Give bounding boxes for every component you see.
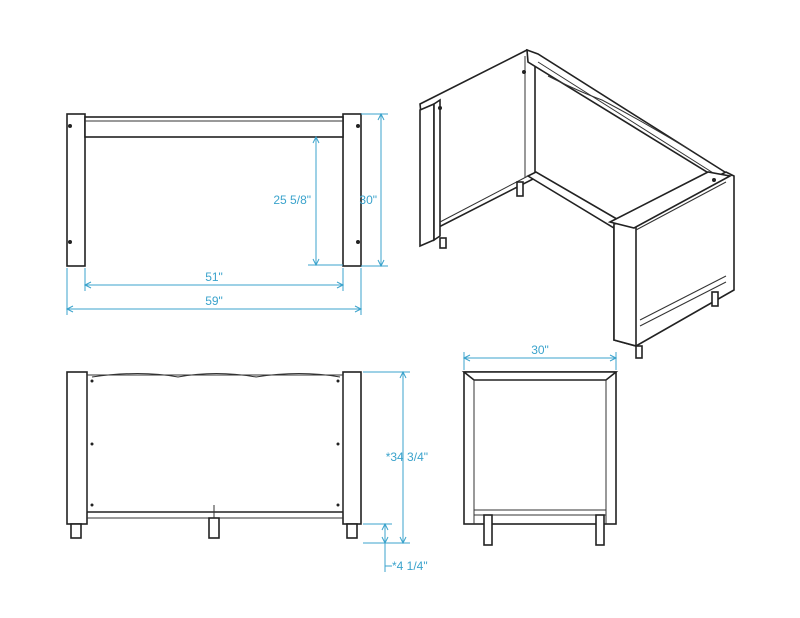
front-top-rail <box>84 116 344 138</box>
front-bolt <box>356 124 360 128</box>
iso-right-post-face <box>613 219 637 348</box>
iso-bottom-edge <box>439 175 529 223</box>
dim-arrow <box>83 281 92 289</box>
rear-panel <box>86 374 344 513</box>
side-top-bevel <box>461 371 619 381</box>
rear-bolt <box>336 442 340 446</box>
iso-leg <box>711 291 719 307</box>
dim-arrow <box>462 354 471 362</box>
front-bolt <box>356 240 360 244</box>
iso-left-post-face <box>419 102 435 248</box>
front-bolt <box>68 240 72 244</box>
dim-label-height: 30" <box>359 193 377 207</box>
dim-arrow <box>65 305 74 313</box>
iso-top-cap <box>607 171 733 229</box>
dim-arrow <box>609 354 618 362</box>
side-outer-frame <box>463 371 617 525</box>
rear-bolt <box>90 503 94 507</box>
dim-arrow <box>312 258 320 267</box>
iso-rail-edge <box>537 61 719 177</box>
dim-label-width: 59" <box>205 294 223 308</box>
iso-shelf-edge <box>639 281 727 327</box>
rear-bolt <box>90 379 94 383</box>
iso-left-post-side <box>433 98 441 242</box>
side-view <box>461 371 619 546</box>
dim-label-side-depth: 30" <box>531 343 549 357</box>
dim-arrow <box>399 370 407 379</box>
rear-right-post <box>342 371 362 525</box>
rear-left-post <box>66 371 88 525</box>
dim-arrow <box>381 522 389 531</box>
side-dimensions: 30" <box>462 343 618 370</box>
dim-arrow <box>354 305 363 313</box>
rear-bolt <box>90 442 94 446</box>
front-right-post <box>342 113 362 267</box>
dim-arrow <box>399 536 407 545</box>
front-dimensions: 25 5/8" 30" 51" 59" <box>65 112 388 315</box>
iso-top-rail <box>526 48 730 181</box>
front-view <box>66 113 362 267</box>
side-leg <box>483 514 493 546</box>
dim-arrow <box>377 112 385 121</box>
rear-dimensions: *34 3/4" *4 1/4" <box>363 370 428 573</box>
iso-rail-curve <box>547 75 691 151</box>
iso-leg <box>516 181 524 197</box>
iso-bolt <box>438 106 442 110</box>
dim-arrow <box>312 135 320 144</box>
iso-leg <box>635 345 643 359</box>
iso-bolt <box>522 70 526 74</box>
dim-arrow <box>377 259 385 268</box>
dim-arrow <box>336 281 345 289</box>
rear-top-curve <box>91 373 341 378</box>
iso-bolt <box>712 178 716 182</box>
rear-leg <box>346 523 358 539</box>
side-leg <box>595 514 605 546</box>
iso-shelf-edge <box>639 275 727 321</box>
rear-leg <box>70 523 82 539</box>
front-left-post <box>66 113 86 267</box>
dim-arrow <box>381 536 389 545</box>
rear-view <box>66 371 362 539</box>
dim-label-rear-height: *34 3/4" <box>386 450 428 464</box>
isometric-view <box>419 48 735 359</box>
iso-leg <box>439 237 447 249</box>
rear-leg <box>208 517 220 539</box>
iso-edge <box>635 181 727 231</box>
dim-label-inner-width: 51" <box>205 270 223 284</box>
rear-bolt <box>336 503 340 507</box>
front-bolt <box>68 124 72 128</box>
iso-bottom-rail <box>526 171 624 229</box>
dim-label-inner-height: 25 5/8" <box>273 193 311 207</box>
rear-bolt <box>336 379 340 383</box>
dim-label-leg-height: *4 1/4" <box>392 559 428 573</box>
